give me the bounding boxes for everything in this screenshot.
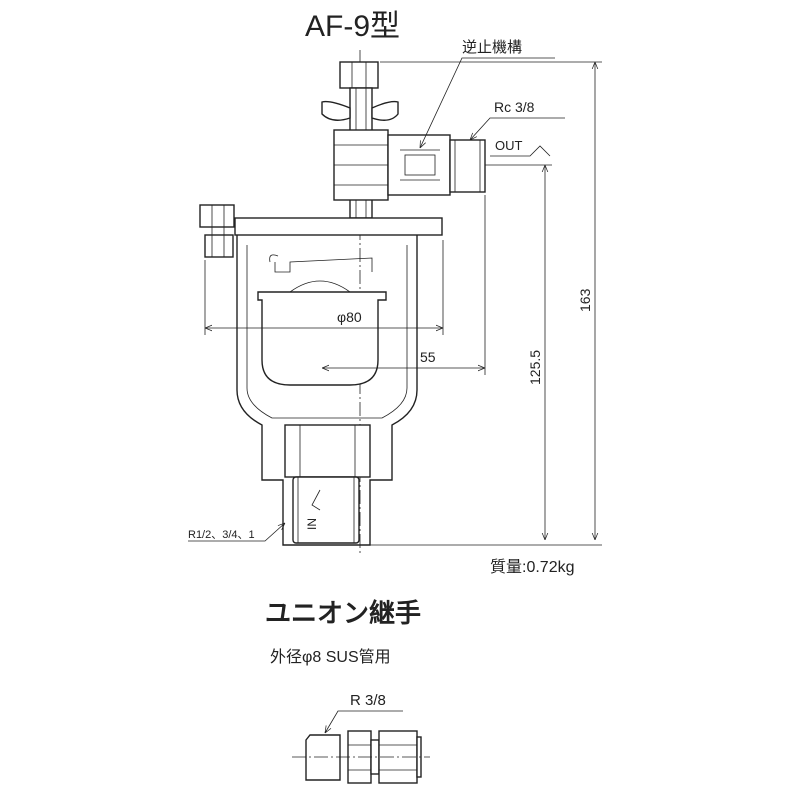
union-male-thread [305,734,341,781]
union-subtitle: 外径φ8 SUS管用 [270,648,391,666]
valve-body [199,50,486,555]
out-label: OUT [495,138,523,153]
check-mechanism-label: 逆止機構 [462,39,522,56]
inlet-neck [284,424,371,478]
wing-nut-right [371,100,399,121]
bowl-left [236,235,360,546]
bowl-right [360,235,418,546]
weight-label: 質量:0.72kg [490,558,575,576]
float [257,291,387,386]
annotations: 逆止機構 Rc 3/8 OUT IN R1/2、3/4、1 質量:0.72kg [188,39,575,576]
inlet-thread-label: R1/2、3/4、1 [188,529,255,541]
diameter-dim: φ80 [337,309,362,325]
bolt-nut [204,234,234,258]
drawing-title: AF-9型 [305,10,400,43]
cover-flange [234,217,443,236]
bolt-head-top [199,204,235,228]
top-nut [339,61,379,89]
union-fitting: ユニオン継手 外径φ8 SUS管用 R 3/8 [265,598,430,784]
dimensions: φ80 55 125.5 163 [204,61,602,546]
float-lever [274,257,373,273]
total-height-dim: 163 [577,288,593,312]
offset-dim: 55 [420,349,436,365]
union-thread-label: R 3/8 [350,692,386,709]
inlet-thread [292,476,360,544]
check-valve-housing [387,134,451,196]
outlet-height-dim: 125.5 [527,350,543,385]
union-title: ユニオン継手 [265,598,421,628]
outlet-thread-label: Rc 3/8 [494,99,535,115]
in-label: IN [305,518,319,530]
outlet-port [449,139,486,193]
wing-nut-left [321,100,351,121]
